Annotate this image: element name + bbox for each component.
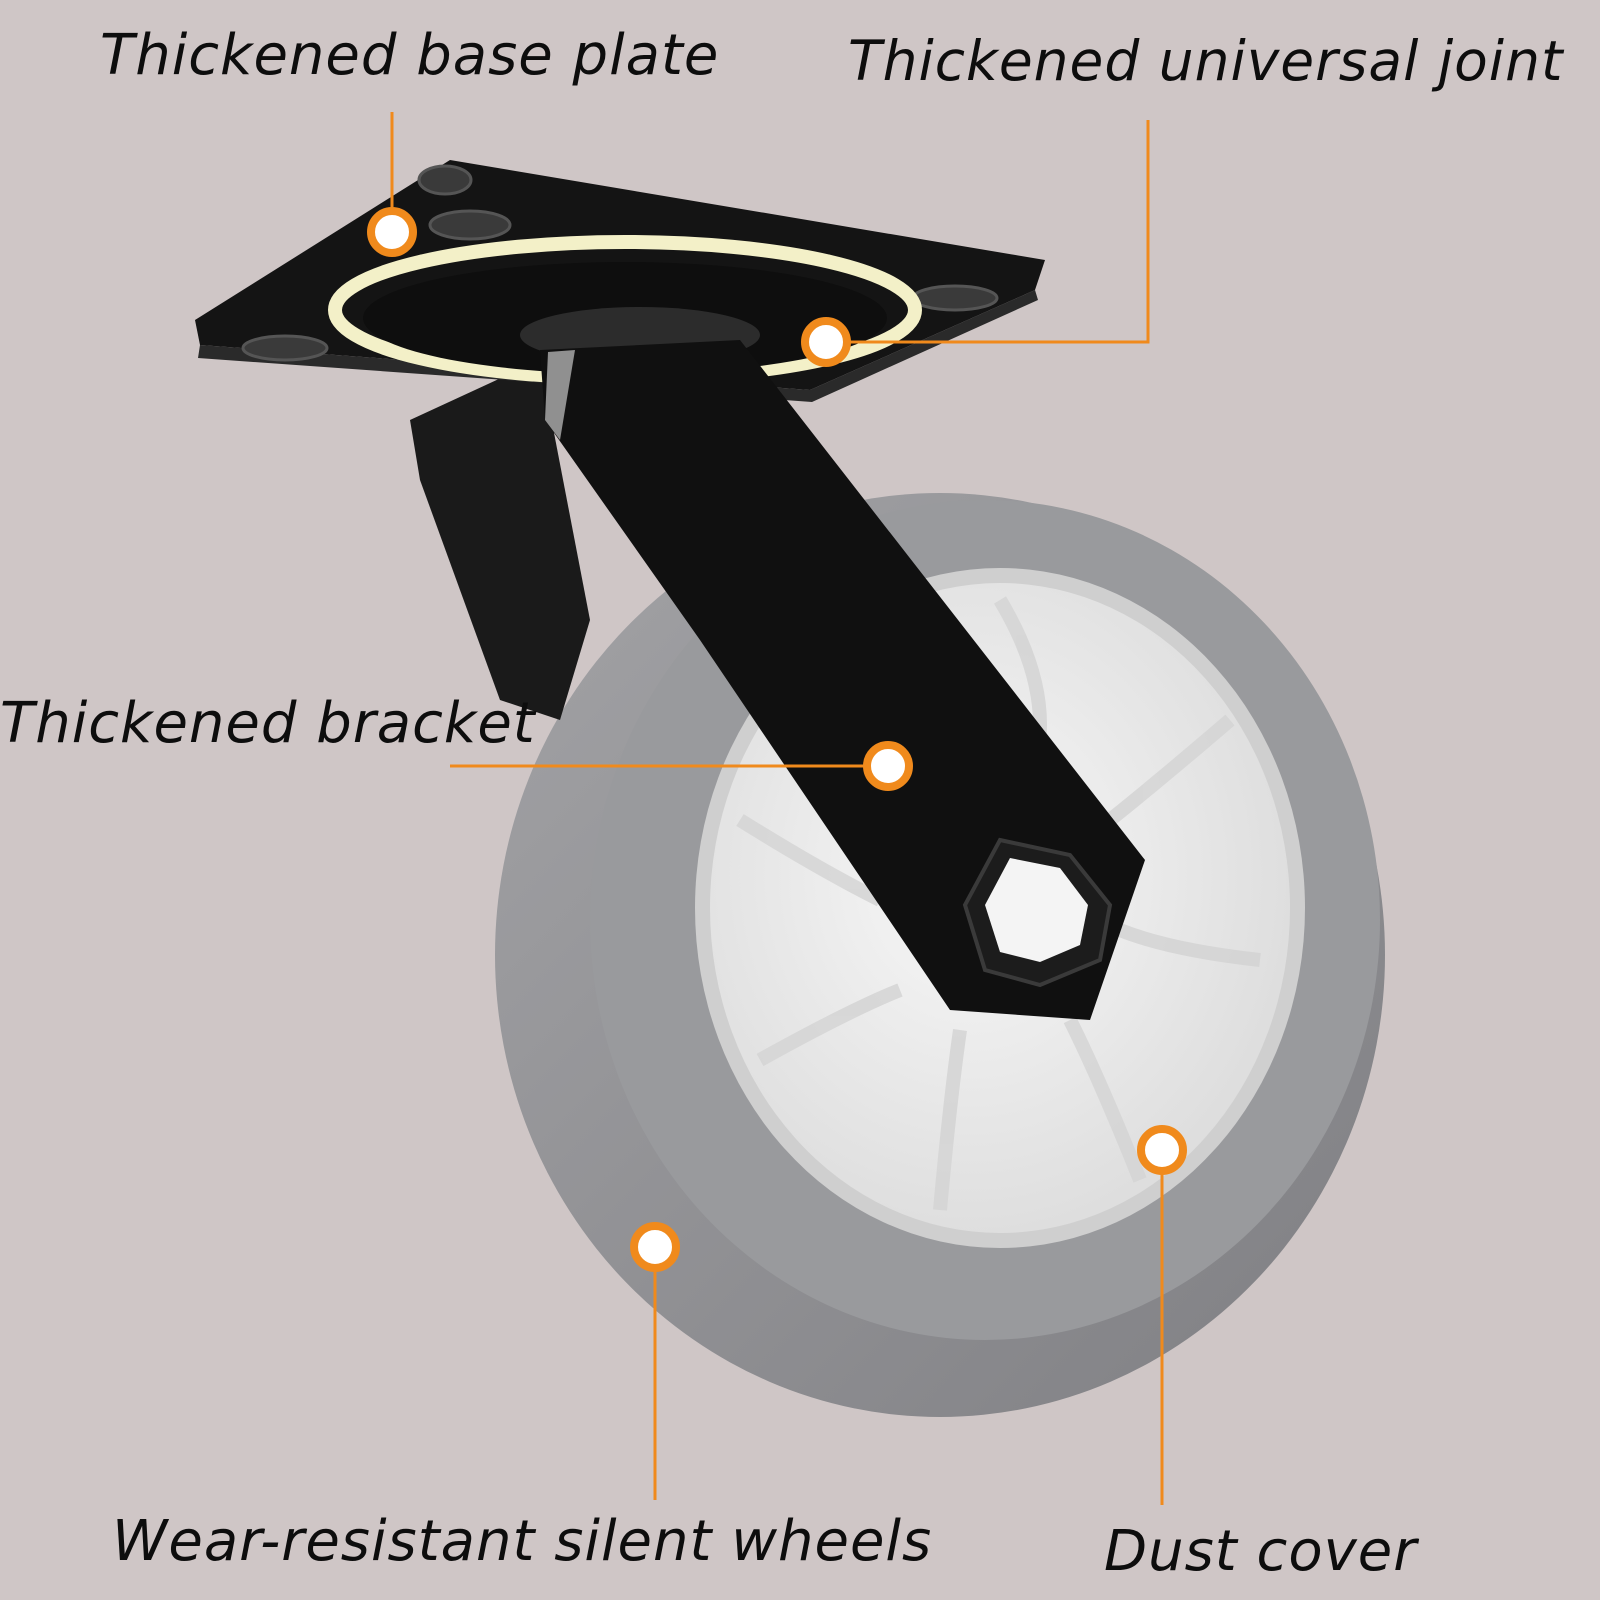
label-dust-cover: Dust cover xyxy=(1104,1519,1418,1584)
callout-markers xyxy=(367,207,1187,1272)
axle-bolt xyxy=(962,837,1113,988)
callout-line-universal-joint xyxy=(826,120,1150,344)
label-universal-joint: Thickened universal joint xyxy=(848,29,1564,93)
bracket-rear-leg xyxy=(410,360,590,720)
label-bracket: Thickened bracket xyxy=(0,691,536,756)
bracket-highlight xyxy=(545,350,575,440)
label-base-plate: Thickened base plate xyxy=(100,23,720,88)
mount-hole xyxy=(911,284,999,312)
marker-base-plate xyxy=(367,207,417,257)
mount-hole xyxy=(428,209,512,241)
label-wheels: Wear-resistant silent wheels xyxy=(112,1509,933,1574)
marker-universal-joint xyxy=(801,317,851,367)
marker-dust-cover xyxy=(1137,1125,1187,1175)
hub-spokes xyxy=(736,596,1261,1211)
marker-bracket xyxy=(863,741,913,791)
mount-hole xyxy=(417,164,473,196)
marker-wheels xyxy=(630,1222,680,1272)
mount-hole xyxy=(241,334,329,362)
